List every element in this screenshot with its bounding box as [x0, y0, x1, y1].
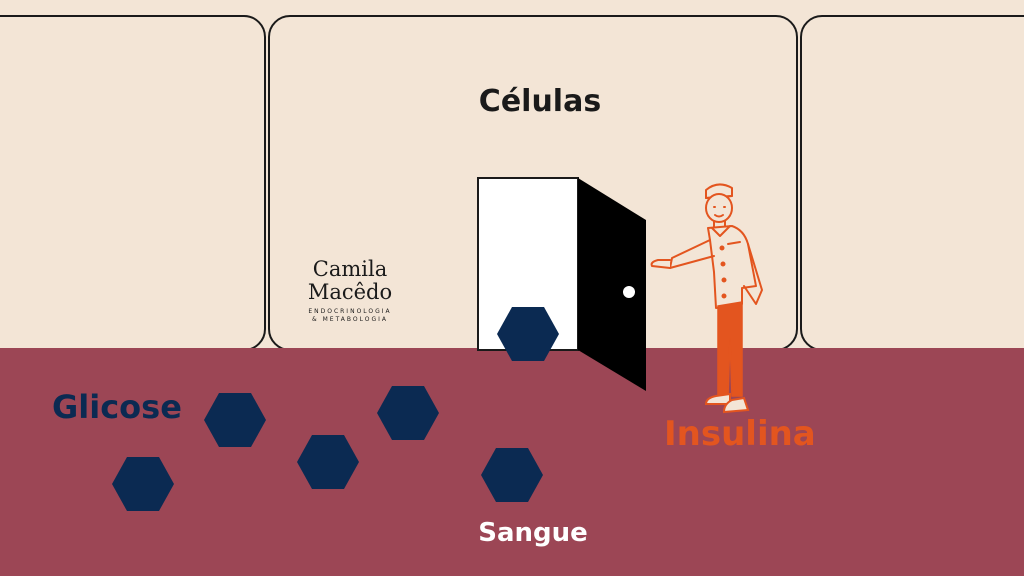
- blood-label: Sangue: [478, 518, 588, 548]
- doorman-icon: [650, 183, 763, 414]
- logo-line-3: ENDOCRINOLOGIA: [308, 308, 392, 315]
- glucose-molecule: [377, 386, 439, 440]
- logo-line-4: & METABOLOGIA: [312, 316, 388, 323]
- logo-line-1: Camila: [312, 257, 388, 281]
- glucose-molecule: [204, 393, 266, 447]
- cell-right: [800, 15, 1024, 351]
- insulin-label: Insulina: [664, 414, 816, 454]
- glucose-molecule: [481, 448, 543, 502]
- glucose-molecule: [112, 457, 174, 511]
- open-door-icon: [477, 177, 646, 391]
- glucose-molecule: [297, 435, 359, 489]
- glucose-molecule-entering: [497, 307, 559, 361]
- cell-left: [0, 15, 266, 351]
- cells-label: Células: [478, 84, 602, 119]
- logo-line-2: Macêdo: [307, 280, 393, 304]
- glucose-label: Glicose: [52, 388, 182, 426]
- brand-logo: Camila Macêdo ENDOCRINOLOGIA & METABOLOG…: [296, 258, 404, 324]
